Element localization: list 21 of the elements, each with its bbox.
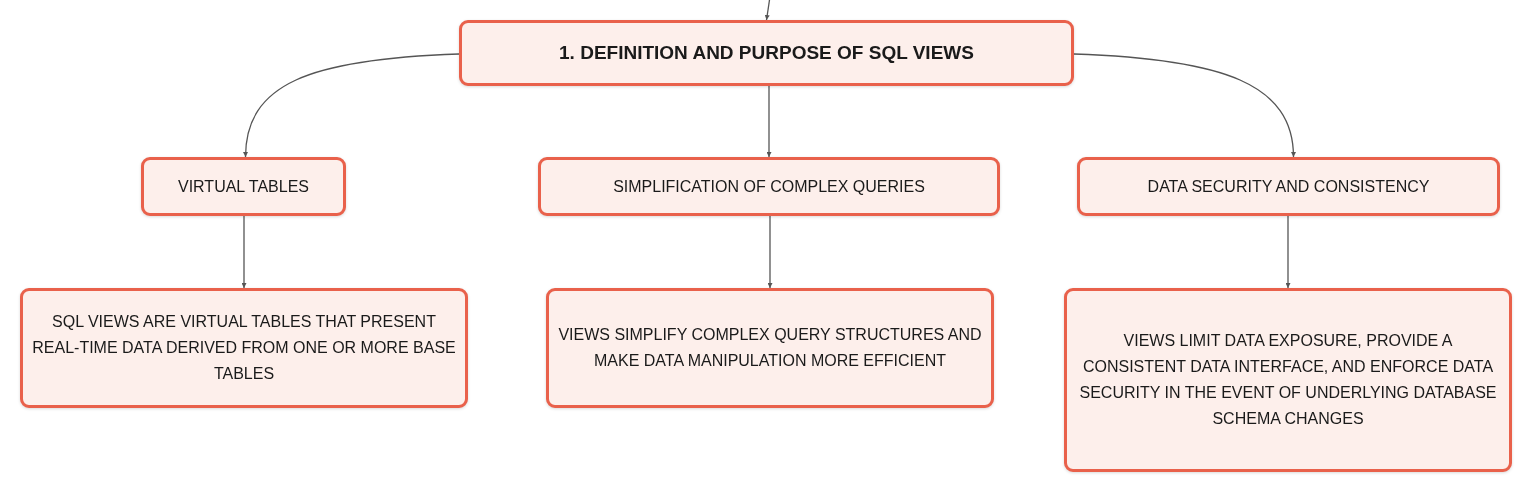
arrow [243,53,460,158]
concept-box [538,157,1000,216]
concept-text: VIEWS SIMPLIFY COMPLEX QUERY STRUCTURES AND MAKE DATA MANIPULATION MORE EFFICIENT [557,325,983,371]
concept-text: VIEWS LIMIT DATA EXPOSURE, PROVIDE A CONSISTENT DATA INTERFACE, AND ENFORCE DATA SECURITY IN THE EVENT OF UNDERLYING DATABASE SCHEMA CHANGES [1078,331,1498,429]
arrow [1285,215,1291,289]
concept-text: DATA SECURITY AND CONSISTENCY [1147,176,1430,197]
concept-box [1064,288,1512,472]
topic-box [459,20,1074,86]
arrow [767,215,773,289]
arrow [764,0,771,21]
concept-text: SQL VIEWS ARE VIRTUAL TABLES THAT PRESENT REAL-TIME DATA DERIVED FROM ONE OR MORE BASE TABLES [31,312,457,384]
topic-title: 1. DEFINITION AND PURPOSE OF SQL VIEWS [559,41,974,65]
concept-box [20,288,468,408]
concept-text: SIMPLIFICATION OF COMPLEX QUERIES [613,176,925,197]
concept-box [1077,157,1500,216]
arrow [766,85,772,158]
arrow [241,215,247,289]
arrow [1073,53,1296,158]
concept-box [141,157,346,216]
concept-box [546,288,994,408]
concept-text: VIRTUAL TABLES [178,176,309,197]
